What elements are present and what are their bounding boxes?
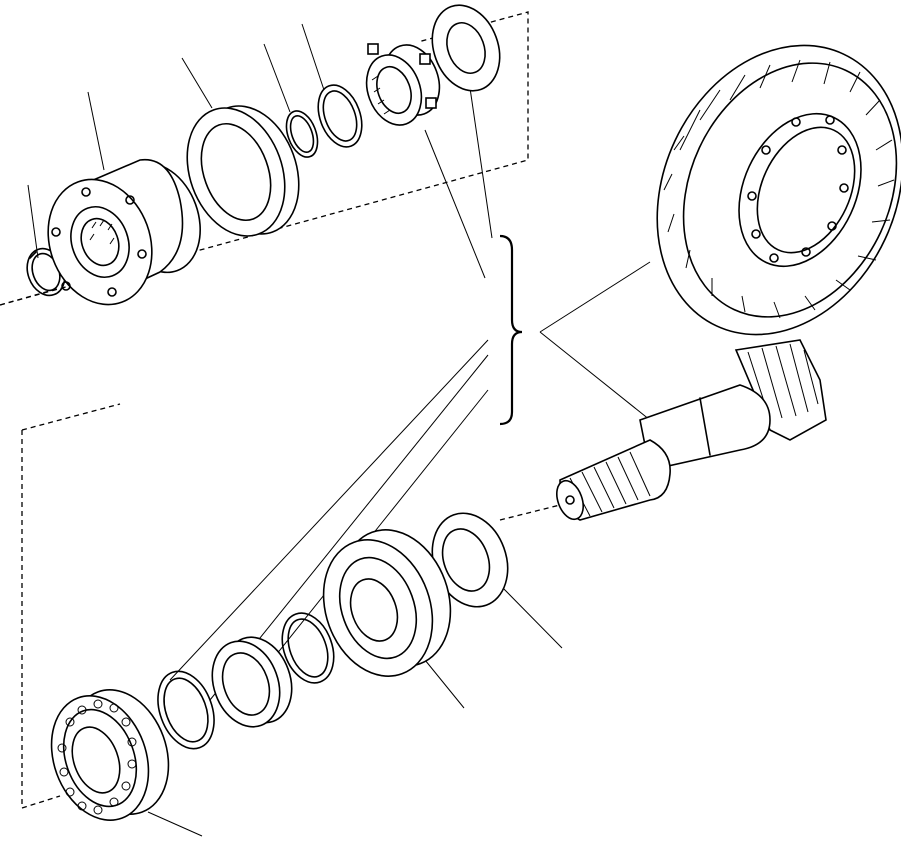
washer-top-icon (431, 4, 501, 92)
washer-bottom-icon (431, 512, 509, 608)
ring-icon-small (285, 110, 319, 158)
bearing-large-icon (322, 529, 452, 677)
nut-icon (365, 43, 441, 126)
bearing-cup-icon (211, 636, 293, 728)
dashed-boundary-lower (21, 403, 561, 809)
bevel-gear-icon (656, 44, 901, 336)
grouping-brace (499, 234, 523, 426)
shim-bottom-icon (281, 612, 335, 684)
spacer-ring-icon (157, 670, 215, 750)
pinion-icon (556, 339, 827, 521)
shim-ring-icon (317, 84, 363, 148)
seal-icon (186, 105, 300, 237)
roller-bearing-icon (50, 689, 170, 821)
flange-icon (47, 158, 201, 306)
